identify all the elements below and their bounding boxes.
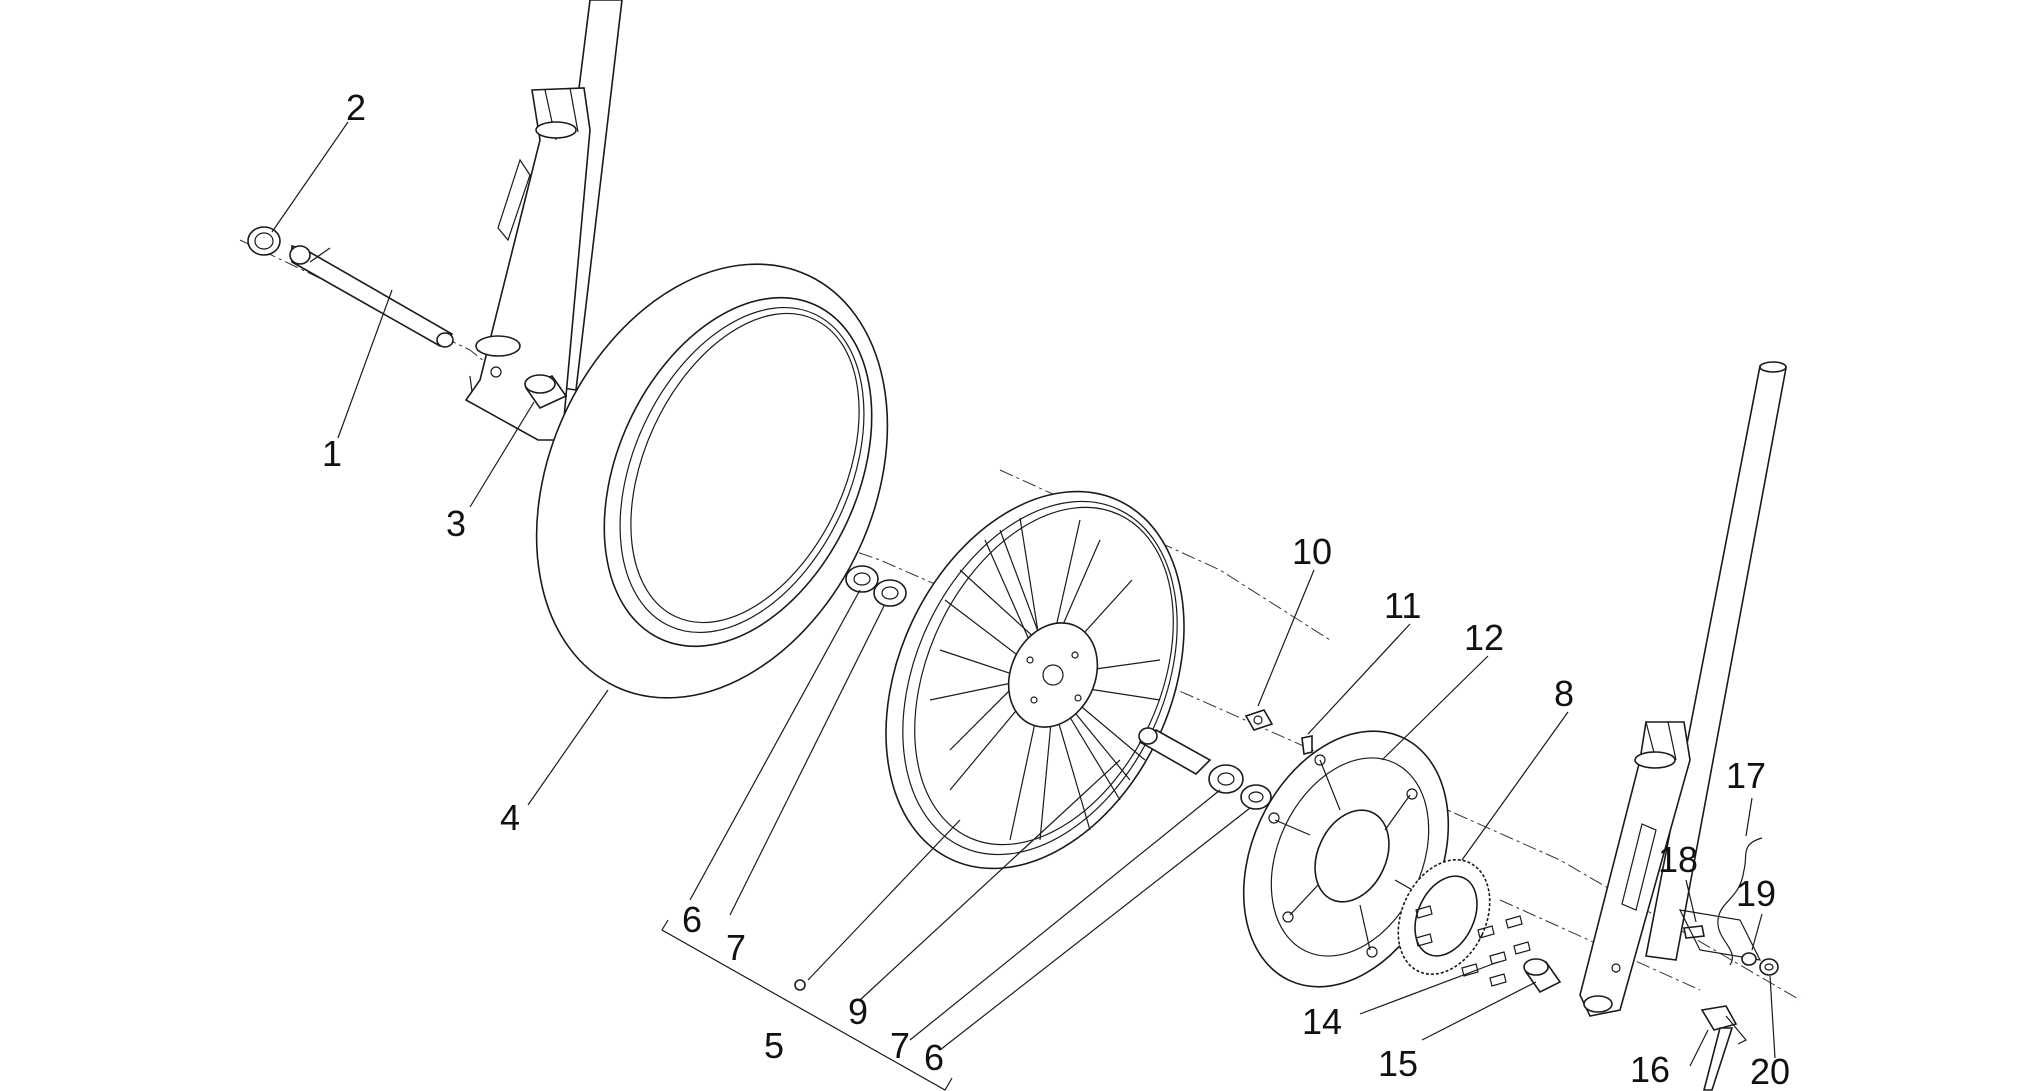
abs-sensor xyxy=(1700,1005,1747,1091)
sensor-bracket-outline xyxy=(1678,909,1762,961)
clip xyxy=(1244,709,1274,731)
callout-6-left: 6 xyxy=(682,899,702,940)
callout-labels: 1 2 3 4 5 6 7 9 7 6 10 11 12 8 14 15 17 … xyxy=(322,87,1790,1091)
brake-disc xyxy=(1242,730,1450,988)
callout-17: 17 xyxy=(1726,755,1766,796)
fork-nut xyxy=(1759,958,1779,976)
left-fork-leg xyxy=(464,0,623,441)
tyre xyxy=(535,263,889,699)
callout-3: 3 xyxy=(446,503,466,544)
spacer xyxy=(524,374,568,410)
callout-10: 10 xyxy=(1292,531,1332,572)
axis-line-main xyxy=(239,239,1801,1001)
callout-19: 19 xyxy=(1736,873,1776,914)
callout-18: 18 xyxy=(1658,839,1698,880)
left-oil-seal xyxy=(845,565,879,593)
disc-screws xyxy=(1415,905,1531,987)
assembly-bracket xyxy=(661,919,953,1091)
spoked-rim xyxy=(885,490,1185,870)
spring-pin xyxy=(1301,735,1313,755)
callout-7-right: 7 xyxy=(890,1025,910,1066)
right-fork-leg xyxy=(1579,361,1787,1017)
callout-16: 16 xyxy=(1630,1049,1670,1090)
callout-6-right: 6 xyxy=(924,1037,944,1078)
sensor-screw xyxy=(1683,925,1705,939)
leader-lines xyxy=(271,121,1776,1067)
callout-20: 20 xyxy=(1750,1051,1790,1091)
callout-9: 9 xyxy=(848,991,868,1032)
right-spacer xyxy=(1523,958,1562,994)
wheel-spacer-tube xyxy=(1138,727,1212,775)
callout-12: 12 xyxy=(1464,617,1504,658)
callout-1: 1 xyxy=(322,433,342,474)
callout-8: 8 xyxy=(1554,673,1574,714)
sensor-cable xyxy=(1717,837,1763,966)
washer xyxy=(1741,952,1757,966)
callout-2: 2 xyxy=(346,87,366,128)
axle-nut xyxy=(247,226,281,256)
callout-14: 14 xyxy=(1302,1001,1342,1042)
callout-5: 5 xyxy=(764,1025,784,1066)
right-bearing xyxy=(1208,764,1244,794)
callout-15: 15 xyxy=(1378,1043,1418,1084)
callout-7-left: 7 xyxy=(726,927,746,968)
valve xyxy=(794,979,806,991)
right-oil-seal xyxy=(1240,784,1272,810)
callout-4: 4 xyxy=(500,797,520,838)
callout-11: 11 xyxy=(1384,585,1421,626)
wheel-spindle xyxy=(289,244,454,348)
left-bearing xyxy=(873,579,907,607)
